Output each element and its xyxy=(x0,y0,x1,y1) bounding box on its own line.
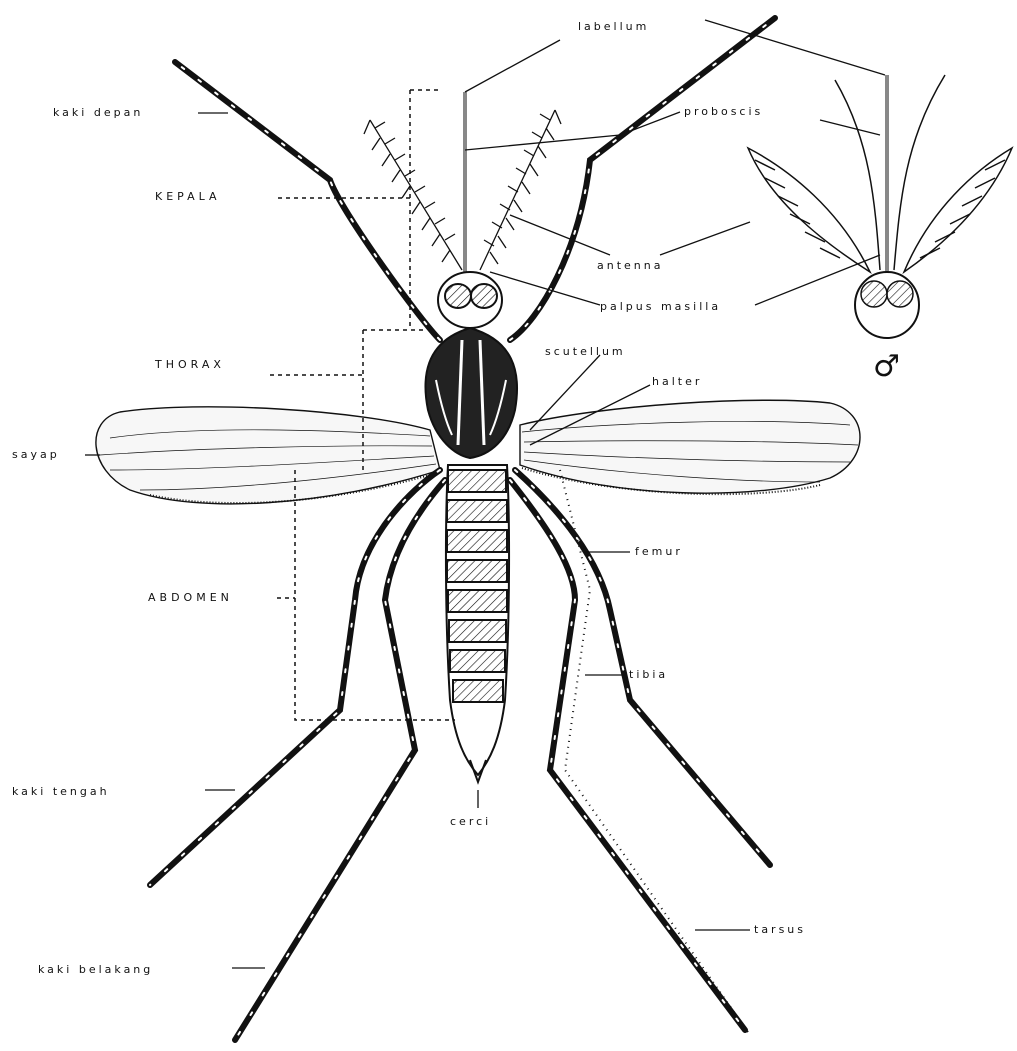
male-head-inset xyxy=(748,75,1012,338)
label-antenna: antenna xyxy=(597,259,663,273)
label-palpus-masilla: palpus masilla xyxy=(600,300,721,314)
label-abdomen: ABDOMEN xyxy=(148,591,233,605)
abdomen xyxy=(446,465,509,782)
label-halter: halter xyxy=(652,375,702,389)
label-tibia: tibia xyxy=(629,668,668,682)
male-symbol: ♂ xyxy=(873,352,900,382)
antennae xyxy=(364,110,561,270)
leader-proboscis xyxy=(465,112,880,150)
leader-antenna xyxy=(510,215,750,255)
left-wing xyxy=(96,407,440,504)
label-kaki-belakang: kaki belakang xyxy=(38,963,153,977)
right-wing xyxy=(520,400,860,494)
label-thorax: THORAX xyxy=(155,358,225,372)
thorax xyxy=(425,328,517,458)
label-femur: femur xyxy=(635,545,683,559)
leader-labellum xyxy=(465,20,885,92)
label-proboscis: proboscis xyxy=(684,105,763,119)
label-cerci: cerci xyxy=(450,815,491,829)
label-kaki-tengah: kaki tengah xyxy=(12,785,110,799)
label-labellum: labellum xyxy=(578,20,649,34)
label-sayap: sayap xyxy=(12,448,60,462)
head xyxy=(438,272,502,328)
label-scutellum: scutellum xyxy=(545,345,626,359)
label-tarsus: tarsus xyxy=(754,923,806,937)
label-kepala: KEPALA xyxy=(155,190,221,204)
label-kaki-depan: kaki depan xyxy=(53,106,143,120)
